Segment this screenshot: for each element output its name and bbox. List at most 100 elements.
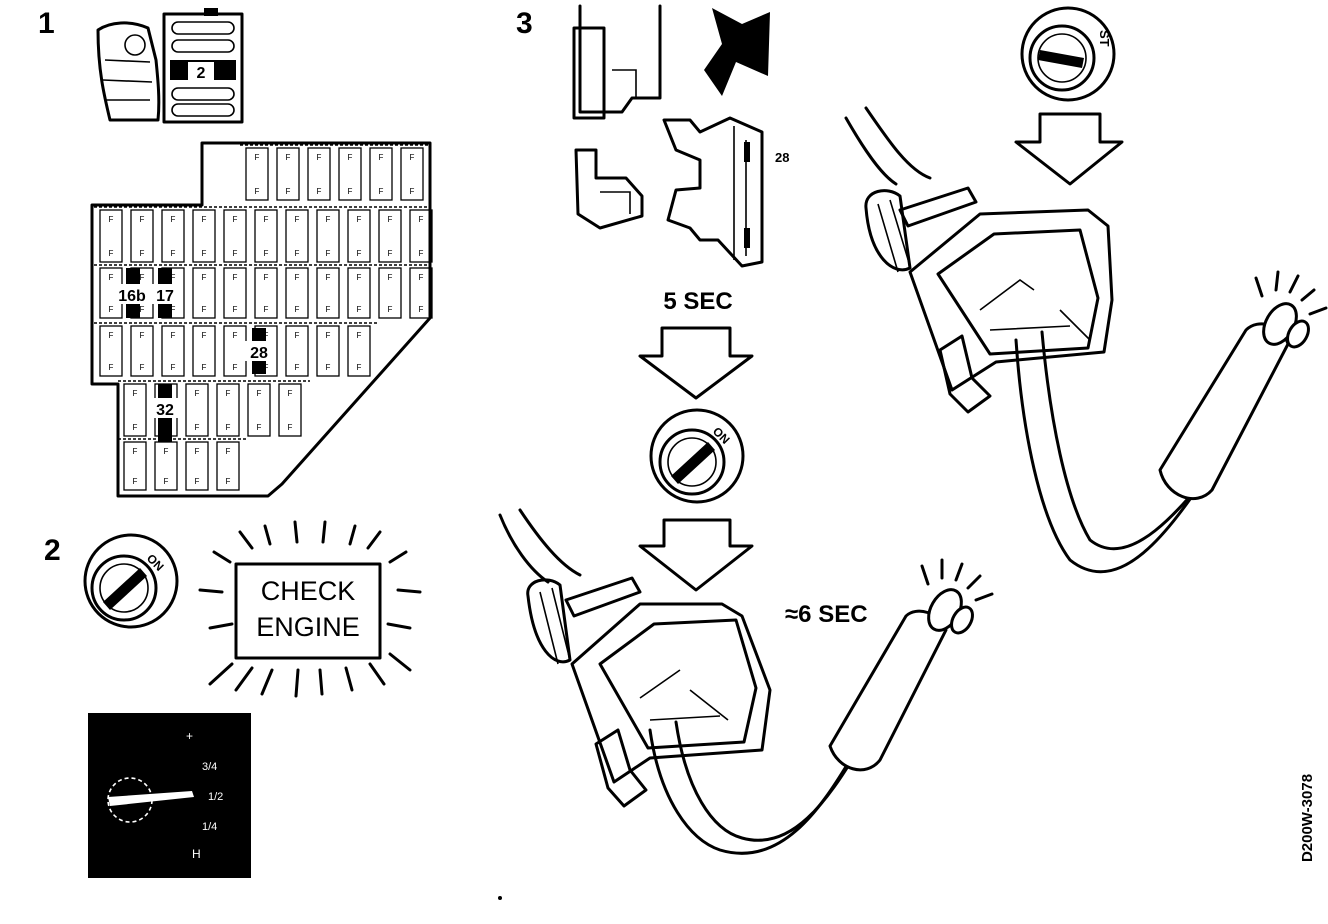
wiring-connector-upper-icon: [864, 186, 1114, 414]
check-engine-warning-lamp: CHECK ENGINE: [198, 520, 422, 698]
down-arrow-1-icon: [638, 326, 754, 400]
test-lamp-lower-icon: [828, 558, 994, 772]
ignition-switch-start: ST: [1020, 6, 1116, 102]
fuse-cell-glyph: F: [326, 331, 331, 340]
fuse-holder-icon: [572, 4, 662, 230]
removal-arrow-icon: [704, 8, 770, 96]
fuse-cells: F F F F F F F F F F F F F F F F F F F F F F F F F F F F F F F F F F F F F F F F…: [94, 144, 433, 491]
fuse-cell-glyph: F: [233, 273, 238, 282]
fuse-cell-glyph: F: [233, 331, 238, 340]
step-number-3: 3: [516, 7, 533, 40]
fuse-cell-glyph: F: [317, 187, 322, 196]
fuse-cell-glyph: F: [109, 305, 114, 314]
fuse-cell-glyph: F: [133, 423, 138, 432]
fuse-cell: [216, 441, 240, 491]
fuse-cell-glyph: F: [226, 389, 231, 398]
fuse-cell-glyph: F: [357, 249, 362, 258]
fuse-cell: [254, 267, 278, 319]
fuse-cell: [192, 209, 216, 263]
fuse-cell: [316, 267, 340, 319]
ignition-switch-on-step3: ON: [649, 408, 745, 504]
probe-wire-upper-b: [1040, 330, 1222, 551]
probe-wire-lower-b: [674, 720, 860, 842]
fuse-cell-glyph: F: [195, 477, 200, 486]
fuse-cell-glyph: F: [226, 477, 231, 486]
fuse-cell-glyph: F: [326, 249, 331, 258]
fuse-cell-glyph: F: [133, 447, 138, 456]
fuse-cell: [130, 325, 154, 377]
fuse-cell: [192, 267, 216, 319]
fuse-cell-glyph: F: [226, 447, 231, 456]
step-number-1: 1: [38, 7, 55, 40]
temperature-gauge: + 3/4 1/2 1/4 H: [88, 713, 251, 878]
probe-wire-upper-a: [1014, 338, 1212, 574]
fuse-cell-glyph: F: [295, 273, 300, 282]
fuse-cell: [400, 147, 424, 201]
fuse-cell-glyph: F: [379, 187, 384, 196]
fuse-cell-glyph: F: [295, 305, 300, 314]
fuse-cell-glyph: F: [133, 389, 138, 398]
fuse-cell: [409, 209, 433, 263]
fuse-cell-glyph: F: [264, 215, 269, 224]
check-engine-line-2: ENGINE: [256, 612, 360, 642]
ignition-on-label: ON: [144, 551, 167, 574]
fuse-cell-glyph: F: [133, 477, 138, 486]
fuse-cell-glyph: F: [195, 423, 200, 432]
fuse-cell: [347, 325, 371, 377]
fuse-detail-label-28: 28: [775, 150, 789, 165]
fuse-box-layout: F F F F F F F F F F F F F F F F F F F F F F F F F F F F F F F F F F F F F F F F…: [90, 141, 433, 498]
fuse-cell-glyph: F: [264, 249, 269, 258]
fuse-cell-glyph: F: [195, 447, 200, 456]
fuse-cell: [99, 209, 123, 263]
fuse-cell-glyph: F: [326, 305, 331, 314]
fuse-cell-glyph: F: [140, 363, 145, 372]
fuse-cell-glyph: F: [171, 363, 176, 372]
fuse-cell-glyph: F: [264, 363, 269, 372]
down-arrow-2-icon: [638, 518, 754, 592]
test-lamp-upper-icon: [1158, 270, 1328, 501]
fuse-cell: [123, 441, 147, 491]
fuse-cell-glyph: F: [233, 305, 238, 314]
fuse-cell-glyph: F: [171, 273, 176, 282]
ignition-switch-on: ON: [83, 533, 179, 629]
fuse-cell-glyph: F: [286, 153, 291, 162]
fuse-cell: [316, 209, 340, 263]
fuse-cell-glyph: F: [357, 305, 362, 314]
fuse-label-16b: 16b: [118, 288, 146, 305]
fuse-cell-glyph: F: [295, 363, 300, 372]
key-slot-step3-icon: [671, 442, 715, 484]
key-slot-start-icon: [1038, 50, 1084, 68]
fuse-cell: [409, 267, 433, 319]
fuse-cell-glyph: F: [419, 249, 424, 258]
fuse-cell-glyph: F: [419, 273, 424, 282]
fuse-cell-glyph: F: [288, 389, 293, 398]
fuse-cell: [338, 147, 362, 201]
fuse-cell: [123, 383, 147, 437]
fuse-cell: [185, 383, 209, 437]
fuse-cell-glyph: F: [109, 363, 114, 372]
fuse-cell-glyph: F: [419, 215, 424, 224]
gauge-needle-icon: [108, 791, 194, 806]
fuse-cell-glyph: F: [295, 331, 300, 340]
connector-test-lamp-lower: ≈6 SEC: [498, 508, 994, 855]
fuse-cell-glyph: F: [257, 389, 262, 398]
fuse-cell-glyph: F: [388, 273, 393, 282]
fuse-cell-glyph: F: [164, 477, 169, 486]
fuse-cell-glyph: F: [388, 215, 393, 224]
fuse-cell: [278, 383, 302, 437]
fuse-cell-glyph: F: [264, 331, 269, 340]
fuse-cell: [285, 267, 309, 319]
fuse-cell-glyph: F: [140, 249, 145, 258]
gauge-mark-mid: 1/2: [208, 791, 223, 803]
fuse-cell-glyph: F: [410, 153, 415, 162]
fuse-cell: [347, 267, 371, 319]
fuse-cell-glyph: F: [140, 305, 145, 314]
fuse-cell: [347, 209, 371, 263]
fuse-cell-glyph: F: [288, 423, 293, 432]
fuse-cell-glyph: F: [357, 331, 362, 340]
timing-label-5-sec: 5 SEC: [663, 288, 732, 315]
fuse-cell-glyph: F: [295, 249, 300, 258]
gauge-mark-bottom: H: [192, 847, 201, 861]
hand-icon: [96, 21, 161, 122]
